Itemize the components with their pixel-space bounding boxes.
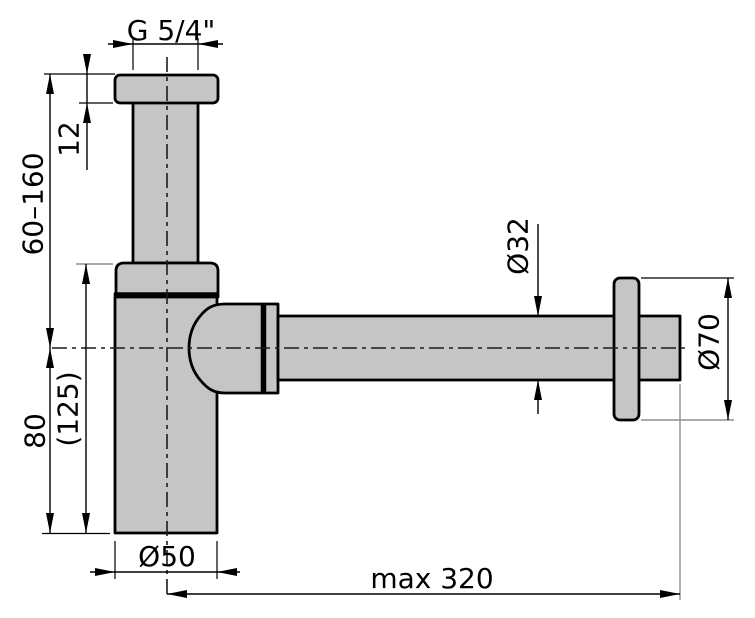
dimension-max-reach: max 320 <box>167 384 681 600</box>
dimension-body-height: 80 <box>19 348 110 535</box>
pipe-diameter-label: Ø32 <box>502 217 535 275</box>
dimension-rosette-diameter: Ø70 <box>641 277 734 421</box>
centerlines <box>52 57 688 597</box>
rosette-diameter-label: Ø70 <box>693 313 726 371</box>
adjustable-range-label: 60–160 <box>17 152 50 255</box>
trap-assembly <box>113 73 682 535</box>
dimension-pipe-diameter: Ø32 <box>502 217 542 414</box>
flange-thickness-label: 12 <box>53 121 86 157</box>
max-reach-label: max 320 <box>370 562 493 595</box>
wall-rosette <box>612 276 641 422</box>
riser-tube <box>131 98 200 265</box>
dimension-adjustable-range: 60–160 <box>17 74 54 348</box>
body-height-label: 80 <box>19 413 52 449</box>
dimension-body-diameter: Ø50 <box>90 540 240 579</box>
body-height-overall-label: (125) <box>52 371 85 446</box>
thread-size-label: G 5/4" <box>127 14 216 47</box>
dimension-flange-thickness: 12 <box>44 54 115 170</box>
dimension-body-height-overall: (125) <box>52 263 113 533</box>
dimension-thread: G 5/4" <box>108 14 223 70</box>
body-diameter-label: Ø50 <box>138 540 196 573</box>
